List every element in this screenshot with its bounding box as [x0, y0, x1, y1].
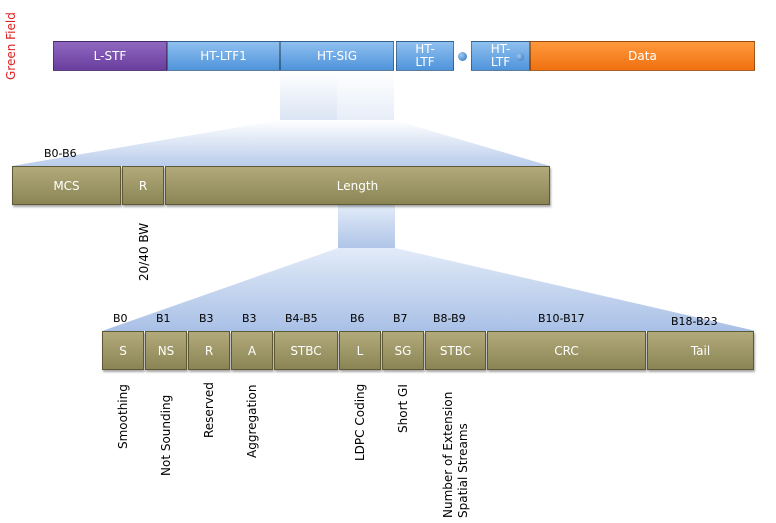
r2-label: R: [204, 343, 214, 358]
not-sounding-field: NS: [145, 331, 187, 370]
crc-field: CRC: [487, 331, 646, 370]
tail-label: Tail: [690, 343, 711, 358]
aggregation-field: A: [231, 331, 273, 370]
htltf-dot-icon: [516, 53, 524, 61]
mcs-label: MCS: [53, 178, 80, 193]
htltf-b-label: HT- LTF: [490, 42, 511, 69]
ellipsis-dot-icon: [458, 52, 467, 61]
htsig-label: HT-SIG: [316, 49, 358, 63]
bit-label-b4-b5: B4-B5: [285, 312, 318, 325]
sig1-bit-label: B0-B6: [44, 147, 77, 160]
data-label: Data: [628, 49, 657, 63]
crc-label: CRC: [554, 343, 579, 358]
not-sounding-vlabel: Not Sounding: [159, 394, 173, 476]
lstf-field: L-STF: [53, 41, 167, 71]
s-label: S: [119, 343, 127, 358]
a-label: A: [247, 343, 257, 358]
bit-label-b18-b23: B18-B23: [671, 315, 718, 328]
stbc2-label: STBC: [439, 343, 472, 358]
data-field: Data: [530, 41, 755, 71]
sig2-callout-fan: [102, 248, 756, 331]
tail-field: Tail: [647, 331, 754, 370]
lstf-label: L-STF: [93, 49, 127, 63]
ness-field: STBC: [425, 331, 486, 370]
reserved-field: R: [188, 331, 230, 370]
length-field: Length: [165, 166, 550, 205]
length-label: Length: [336, 178, 379, 193]
ns-label: NS: [157, 343, 175, 358]
short-gi-field: SG: [382, 331, 424, 370]
bit-label-b8-b9: B8-B9: [433, 312, 466, 325]
htltf-field-a: HT- LTF: [396, 41, 454, 71]
htltf1-label: HT-LTF1: [200, 49, 247, 63]
bit-label-b10-b17: B10-B17: [538, 312, 585, 325]
bit-label-b3-b: B3: [242, 312, 257, 325]
short-gi-vlabel: Short GI: [396, 384, 410, 433]
htsig-field: HT-SIG: [280, 41, 394, 71]
stbc-field: STBC: [274, 331, 338, 370]
ldpc-vlabel: LDPC Coding: [353, 383, 367, 461]
aggregation-vlabel: Aggregation: [245, 384, 259, 458]
bit-label-b3-a: B3: [199, 312, 214, 325]
htsig-callout-fan: [12, 120, 550, 166]
l-label: L: [356, 343, 364, 358]
stbc-label: STBC: [290, 343, 322, 358]
reserved-bw-field: R: [122, 166, 164, 205]
smoothing-vlabel: Smoothing: [116, 384, 130, 449]
bit-label-b7: B7: [393, 312, 408, 325]
bit-label-b1: B1: [156, 312, 171, 325]
ldpc-field: L: [339, 331, 381, 370]
sig2-callout-column: [338, 205, 395, 253]
bit-label-b6: B6: [350, 312, 365, 325]
reserved-vlabel: Reserved: [202, 382, 216, 438]
smoothing-field: S: [102, 331, 144, 370]
bit-label-b0: B0: [113, 312, 128, 325]
sg-label: SG: [394, 343, 412, 358]
ness-vlabel: Number of Extension Spatial Streams: [441, 391, 470, 518]
r-label: R: [138, 178, 148, 193]
htltf-a-label: HT- LTF: [415, 42, 435, 69]
bw-vertical-label: 20/40 BW: [137, 222, 151, 281]
mcs-field: MCS: [12, 166, 121, 205]
htltf1-field: HT-LTF1: [167, 41, 280, 71]
